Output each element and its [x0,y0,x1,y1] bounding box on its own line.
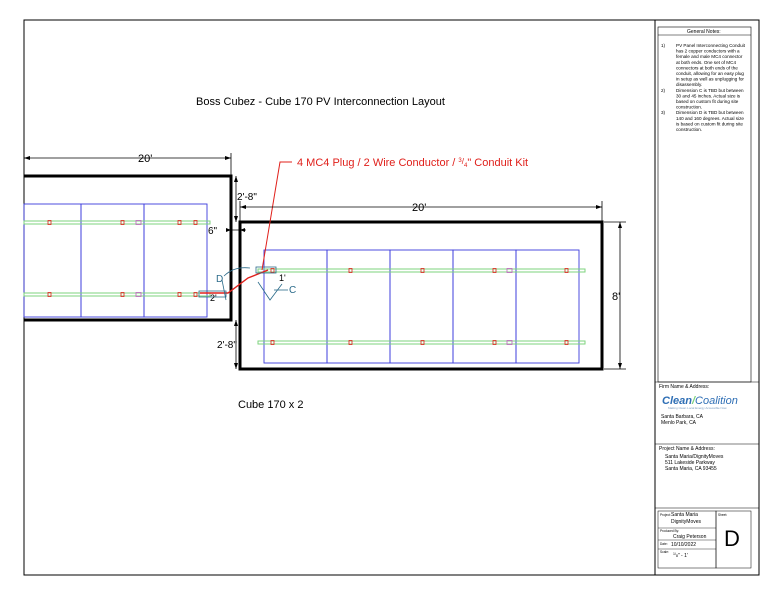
date-label: Date: [660,542,668,546]
pv-panel [452,249,517,364]
pv-panel [326,249,391,364]
dim-right-length: 20' [412,202,426,214]
note-line: at both ends. One set of MC4 [676,60,736,65]
angle-d-arc-lower [221,279,227,301]
left-connector [198,290,227,298]
drawing-title: Boss Cubez - Cube 170 PV Interconnection… [196,96,445,108]
callout-fraction-den: 4 [464,163,468,169]
firm-logo-clean: Clean [662,395,692,407]
rail-clamps [47,220,198,297]
note-line: female and male MC4 connector [676,54,743,59]
firm-label: Firm Name & Address: [659,384,709,390]
dimension-arrows [24,156,622,369]
note-line: conduit, allowing for an easy plug [676,71,744,76]
right-container-outline [238,220,604,371]
note-line: connectors at both ends of the [676,65,738,70]
note-line: disassembly. [676,82,702,87]
dim-right-width: 8' [612,291,620,303]
dim-left-length: 20' [138,153,152,165]
project-line-1: Santa Maria/DignityMoves [665,454,724,460]
drawing-subtitle: Cube 170 x 2 [238,399,303,411]
sheet-value: D [724,526,740,551]
left-container [23,174,233,322]
mounting-rail [257,268,586,273]
scale-num: 1 [673,552,675,556]
dimension-c-line [257,281,283,301]
firm-address-1: Santa Barbara, CA [661,414,704,420]
project-line-2: 511 Lakeside Parkway [665,460,715,466]
note-number: 1) [661,43,666,48]
note-line: Dimension D is TBD but between [676,110,744,115]
conduit-line [200,269,269,294]
left-container-outline [24,174,233,322]
scale-value: 1/8" - 1' [673,552,688,559]
mounting-rail [257,340,586,345]
scale-den: 8 [676,554,678,558]
sheet-box [715,510,752,569]
callout-label: 4 MC4 Plug / 2 Wire Conductor / [297,157,458,169]
note-line: is based on custom fit during site [676,121,743,126]
dimension-lines [24,153,626,370]
note-line: construction. [676,105,702,110]
interconnect-conduit [198,266,288,301]
firm-logo-tagline: Making Clean Local Energy Accessible Now [668,406,727,410]
note-line: PV Panel Interconnecting Conduit [676,43,746,48]
right-container [238,220,604,371]
project-field-label: Project: [660,513,671,517]
firm-logo: Clean/Coalition [662,395,738,407]
callout-fraction-num: 3 [458,158,462,164]
mounting-rail [23,220,211,225]
note-line: 140 and 160 degrees. Actual size [676,116,744,121]
callout-leader [261,161,292,271]
note-line: construction. [676,127,702,132]
note-line: Dimension C is TBD but between [676,88,744,93]
scale-suffix: " - 1' [678,553,688,559]
pv-panel [143,203,208,318]
note-line: 30 and 45 inches. Actual size is [676,93,741,98]
general-notes-header: General Notes: [687,29,721,35]
project-line-3: Santa Maria, CA 93455 [665,466,717,472]
dim-two-ft: 2' [210,293,217,303]
conduit-callout: 4 MC4 Plug / 2 Wire Conductor / 3/4" Con… [261,157,528,271]
firm-address-2: Menlo Park, CA [661,420,697,426]
note-number: 3) [661,110,666,115]
date-value: 10/10/2022 [671,542,696,548]
right-connector [255,266,277,274]
angle-d-arc [223,267,251,277]
produced-label: Produced By: [660,529,679,533]
project-field-value-2: DignityMoves [671,519,702,525]
dim-d-label: D [216,274,223,285]
mounting-rail [23,292,211,297]
note-line: in setup as well as unplugging for [676,77,744,82]
dim-offset-top: 2'-8" [237,192,257,203]
scale-label: Scale: [660,550,669,554]
rail-clamps [270,268,569,345]
callout-text: 4 MC4 Plug / 2 Wire Conductor / 3/4" Con… [297,157,528,169]
pv-panel [389,249,454,364]
note-line: has 2 copper conductors with a [676,49,740,54]
pv-panel [515,249,580,364]
note-line: based on custom fit during site [676,99,739,104]
produced-value: Craig Peterson [673,534,707,540]
dim-one-ft: 1' [279,273,286,283]
project-label: Project Name & Address: [659,446,715,452]
project-field-value-1: Santa Maria [671,512,698,518]
dim-offset-bottom: 2'-8" [217,340,237,351]
sheet-label: Sheet: [718,513,727,517]
title-block: General Notes: 1) PV Panel Interconnectin… [654,20,759,575]
callout-suffix: " Conduit Kit [467,157,528,169]
dim-c-label: C [289,285,296,296]
firm-logo-coalition: Coalition [695,395,738,407]
dim-gap: 6" [208,226,218,237]
note-number: 2) [661,88,666,93]
